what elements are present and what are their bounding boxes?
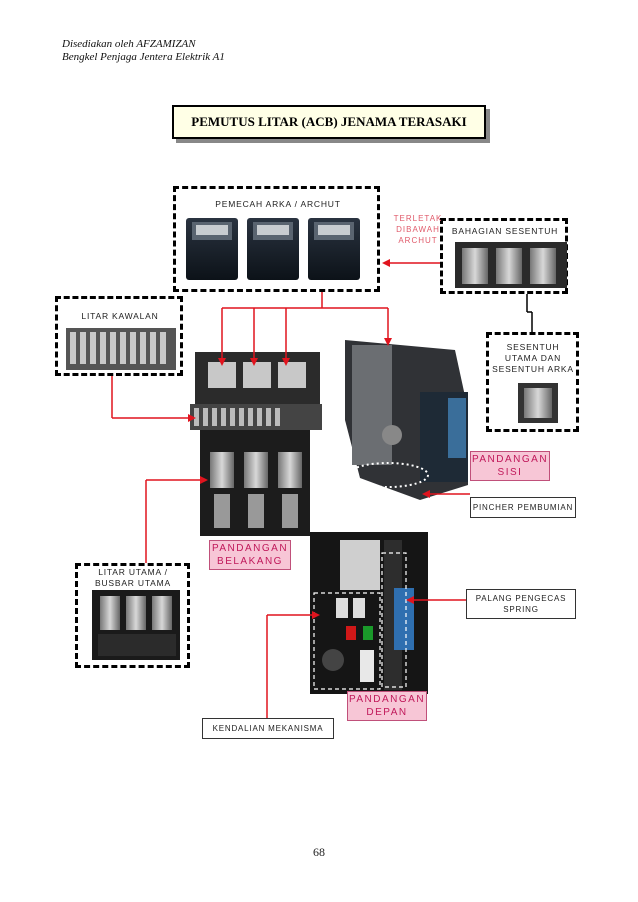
archut-image xyxy=(186,218,360,280)
arrow-heads xyxy=(188,259,430,619)
litar-utama-label: LITAR UTAMA / BUSBAR UTAMA xyxy=(94,567,172,588)
litar-kawalan-image xyxy=(66,328,176,370)
sesentuh-utama-label: SESENTUH UTAMA DAN SESENTUH ARKA xyxy=(492,342,574,374)
palang-pengecas-label: PALANG PENGECAS SPRING xyxy=(466,589,576,619)
red-connectors xyxy=(111,262,470,718)
terletak-label: TERLETAK DIBAWAH ARCHUT xyxy=(393,214,443,245)
pandangan-sisi-label: PANDANGAN SISI xyxy=(470,451,550,481)
breaker-rear-image xyxy=(190,352,322,536)
litar-kawalan-label: LITAR KAWALAN xyxy=(81,311,159,321)
header-workshop: Bengkel Penjaga Jentera Elektrik A1 xyxy=(62,51,225,63)
bahagian-sesentuh-label: BAHAGIAN SESENTUH xyxy=(451,226,559,236)
kendalian-mekanisma-label: KENDALIAN MEKANISMA xyxy=(202,718,334,739)
pincher-highlight xyxy=(347,462,429,488)
page-number: 68 xyxy=(313,845,325,859)
pincher-pembumian-label: PINCHER PEMBUMIAN xyxy=(470,497,576,518)
header-author: Disediakan oleh AFZAMIZAN xyxy=(62,38,196,50)
pandangan-belakang-label: PANDANGAN BELAKANG xyxy=(209,540,291,570)
breaker-front-image xyxy=(310,532,428,694)
sesentuh-utama-image xyxy=(518,383,558,423)
black-connectors xyxy=(526,294,533,332)
bahagian-sesentuh-image xyxy=(455,242,567,288)
archut-label: PEMECAH ARKA / ARCHUT xyxy=(215,199,341,209)
pandangan-depan-label: PANDANGAN DEPAN xyxy=(347,691,427,721)
breaker-side-image xyxy=(345,340,468,500)
page-title: PEMUTUS LITAR (ACB) JENAMA TERASAKI xyxy=(172,105,486,139)
busbar-image xyxy=(92,590,180,660)
